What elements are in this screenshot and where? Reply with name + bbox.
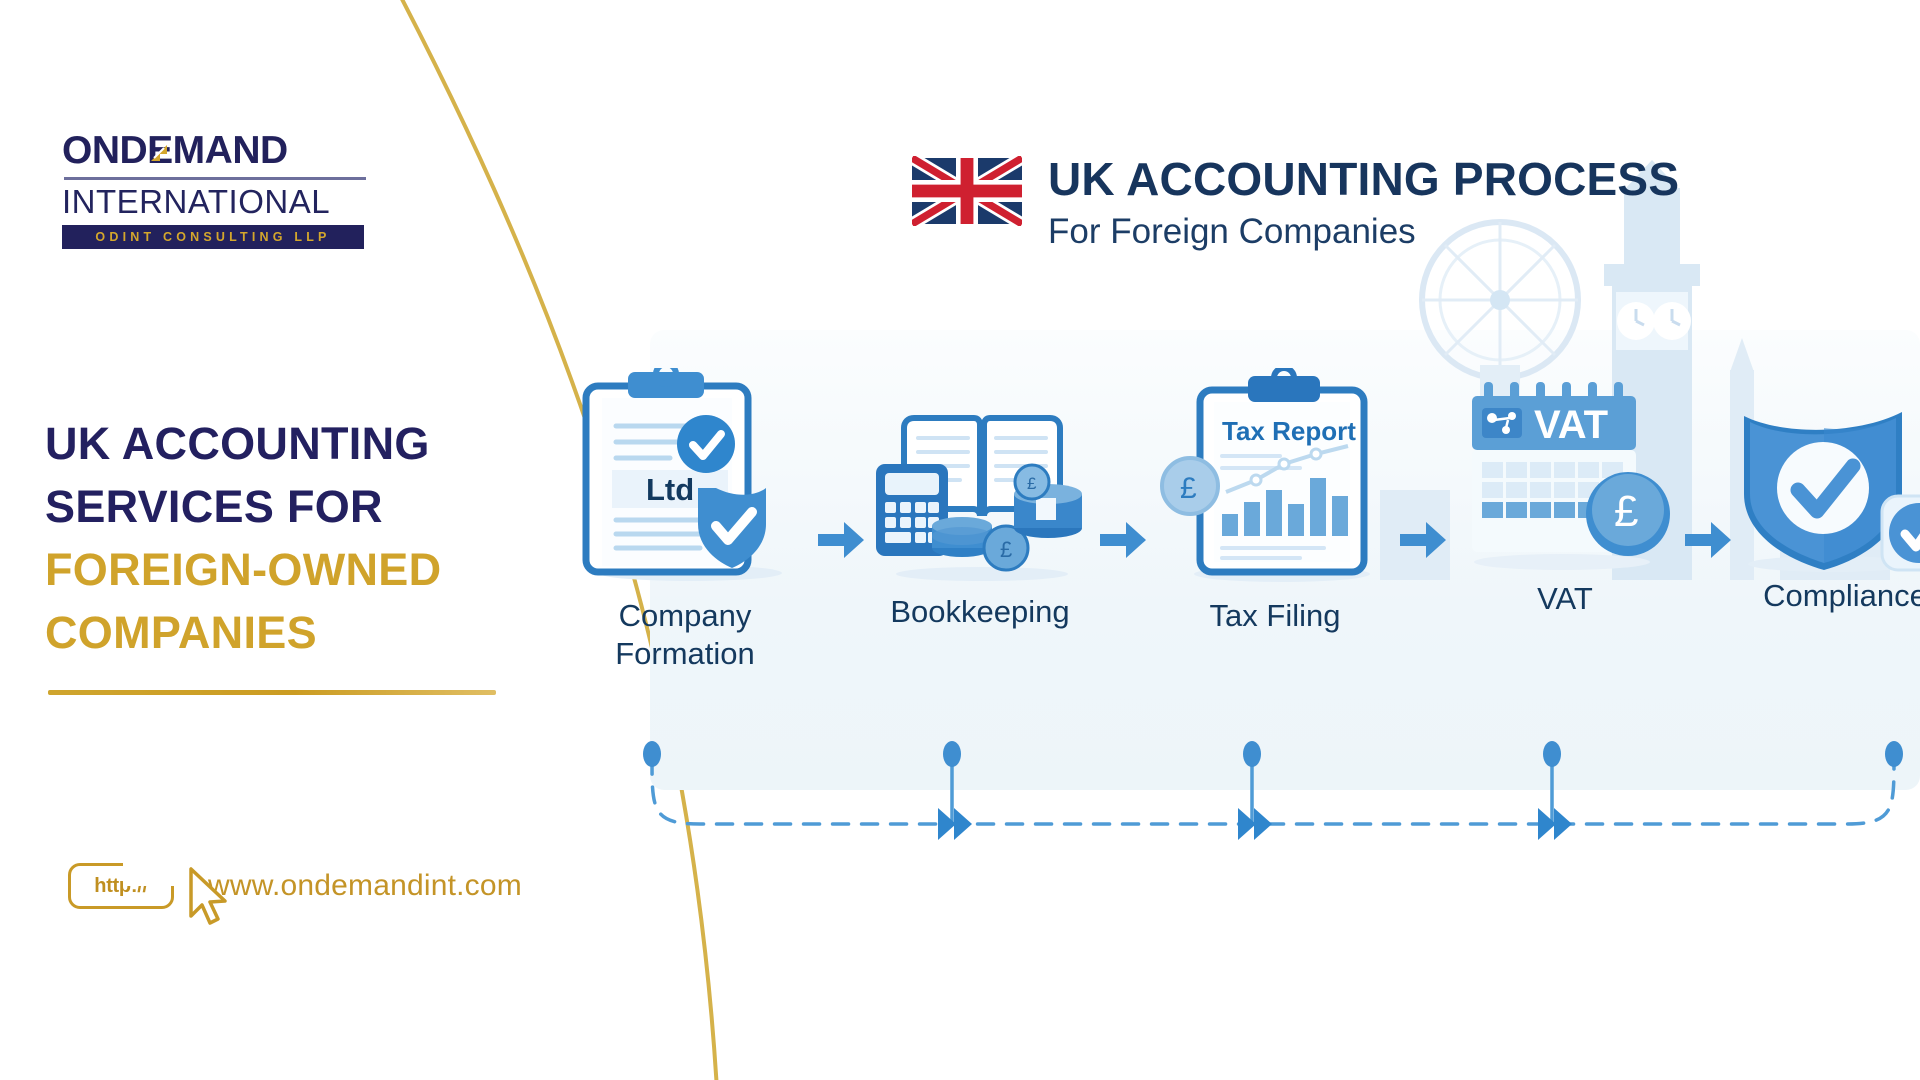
logo-primary-text: ONDEMAND [62,129,288,172]
step-3-label: Tax Filing [1209,598,1341,633]
step-tax-filing[interactable]: Tax Report [1160,368,1390,635]
step-compliance[interactable]: Compliance [1720,378,1920,615]
headline-line-1: UK ACCOUNTING [45,418,430,469]
right-arrow-icon-2 [1100,522,1146,558]
step-vat[interactable]: VAT [1450,376,1680,618]
step-4-label: VAT [1537,581,1593,616]
process-header-text: UK ACCOUNTING PROCESS For Foreign Compan… [1048,152,1679,256]
step-5-label: Compliance [1763,578,1920,613]
tax-report-clipboard-chart-icon: Tax Report [1160,368,1370,582]
timeline-connector [643,741,1903,840]
vat-calendar-title: VAT [1534,403,1608,447]
uk-flag-icon [912,156,1022,226]
company-logo: ONDEMAND INTERNATIONAL ODINT CONSULTING … [62,128,372,249]
ledger-calculator-coins-icon: £ £ [876,415,1082,581]
double-chevron-right-icon [938,808,1572,840]
right-arrow-icon-4 [1685,522,1731,558]
ltd-label: Ltd [646,472,694,507]
clipboard-ltd-shield-icon: Ltd [582,368,782,581]
growth-arrow-icon [151,145,167,161]
website-url[interactable]: www.ondemandint.com [208,869,522,902]
page-title: UK ACCOUNTING SERVICES FOR FOREIGN-OWNED… [45,412,605,664]
step-bookkeeping[interactable]: £ £ Bookkeeping [870,398,1090,631]
right-arrow-icon [818,522,864,558]
logo-divider-rule [64,177,366,180]
logo-secondary-text: INTERNATIONAL [62,183,331,220]
process-steps: Ltd Company Formation [560,368,1920,671]
step-company-formation[interactable]: Ltd Company Formation [560,368,810,673]
coin-pound-symbol-bookkeeping: £ [1000,537,1012,562]
protocol-chip: http:// [68,860,175,909]
vat-calendar-coin-icon: VAT [1472,382,1670,570]
step-4-illustration: VAT [1450,376,1680,576]
step-2-illustration: £ £ [870,398,1090,583]
step-1-label: Company Formation [615,598,755,671]
headline-line-3: FOREIGN-OWNED [45,544,442,595]
step-3-illustration: Tax Report [1160,368,1390,583]
process-header: UK ACCOUNTING PROCESS For Foreign Compan… [912,152,1679,256]
headline-line-2: SERVICES FOR [45,481,383,532]
step-2-label: Bookkeeping [890,594,1070,629]
coin-pound-symbol-tax: £ [1180,472,1197,505]
chip-notch [123,860,175,886]
step-5-illustration [1720,378,1920,573]
mouse-pointer-icon [189,867,227,925]
coin-pound-symbol-vat: £ [1614,487,1638,536]
tax-report-title: Tax Report [1222,416,1356,446]
website-footer: http:// www.ondemandint.com [68,856,522,925]
process-title: UK ACCOUNTING PROCESS [1048,153,1680,205]
logo-tagline-text: ODINT CONSULTING LLP [95,230,331,244]
headline-underline [48,690,496,695]
step-1-illustration: Ltd [560,368,810,583]
right-panel: UK ACCOUNTING PROCESS For Foreign Compan… [560,0,1920,1080]
logo-wordmark-row: ONDEMAND [62,128,372,174]
process-timeline [560,740,1920,900]
left-panel: ONDEMAND INTERNATIONAL ODINT CONSULTING … [0,0,719,1080]
right-arrow-icon-3 [1400,522,1446,558]
shield-check-badge-icon [1744,412,1920,572]
logo-tagline-bar: ODINT CONSULTING LLP [62,225,364,249]
headline-line-4: COMPANIES [45,607,317,658]
svg-text:£: £ [1027,474,1037,493]
process-subtitle: For Foreign Companies [1048,212,1416,251]
